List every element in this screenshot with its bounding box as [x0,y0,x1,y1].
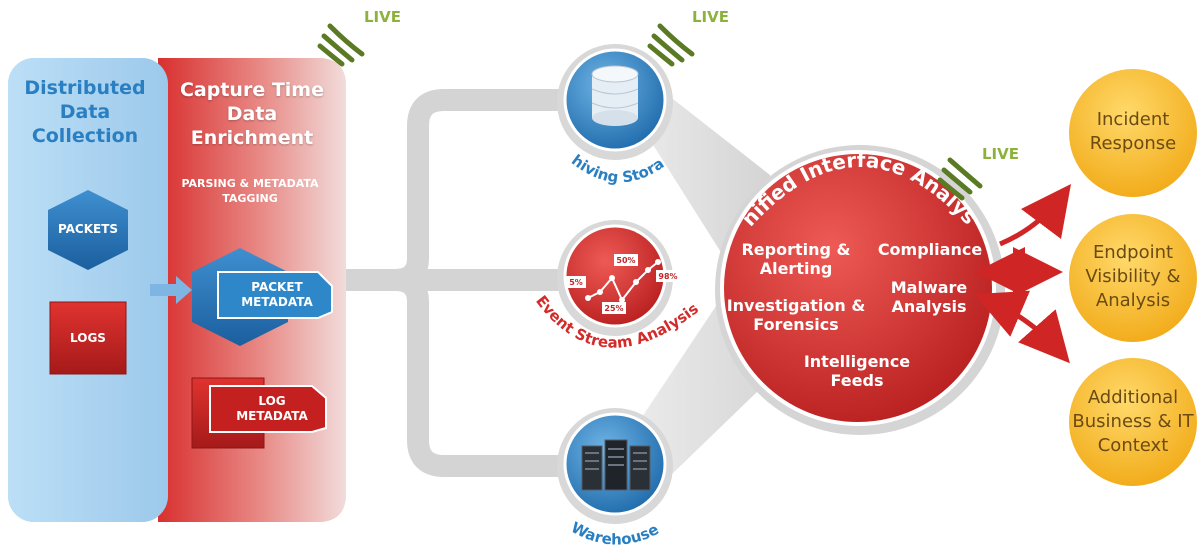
packet-metadata-label: PACKET METADATA [241,280,313,309]
core-item-reporting: Reporting & Alerting [741,240,851,278]
sparkline-dots [585,259,661,303]
live-signal-icon-1 [317,23,365,67]
value-label-98: 98% [658,272,677,281]
live-badge-1: LIVE [364,8,401,26]
live-badge-2: LIVE [692,8,729,26]
connector-tree [329,89,571,477]
enrichment-title: Capture Time Data Enrichment [179,79,324,149]
collection-title: Distributed Data Collection [24,77,146,147]
server-rack-icon [581,439,651,491]
database-icon [591,65,639,126]
endpoint-label: Endpoint Visibility & Analysis [1085,242,1181,311]
core-item-compliance: Compliance [877,240,983,259]
log-metadata-tag [209,385,327,433]
incident-node [1065,65,1201,201]
log-metadata-label: LOG METADATA [236,394,308,423]
core-item-intelligence: Intelligence Feeds [803,352,911,390]
live-signal-icon-2 [647,23,695,67]
core-item-investigation: Investigation & Forensics [726,296,866,334]
business-label: Additional Business & IT Context [1072,387,1194,456]
logs-label: LOGS [70,331,106,345]
value-label-5: 5% [569,278,583,287]
live-signal-icon-3 [937,157,983,201]
collection-panel-front [8,58,168,522]
live-badge-3: LIVE [982,145,1019,163]
core-item-malware: Malware Analysis [890,278,968,316]
value-label-25: 25% [604,304,623,313]
endpoint-node [1065,210,1201,346]
logs-square [49,301,127,375]
packet-metadata-tag [217,271,333,319]
sparkline-labels: 5% 50% 25% 98% [566,254,680,314]
business-node [1065,354,1201,490]
incident-label: Incident Response [1089,109,1177,154]
arrow-incident [999,184,1072,247]
enrichment-subtitle: PARSING & METADATA TAGGING [181,177,319,205]
flow-arrow [150,276,192,304]
value-label-50: 50% [616,256,635,265]
arrow-business [974,290,1070,364]
packets-label: PACKETS [57,222,119,236]
packets-hexagon [48,190,128,270]
